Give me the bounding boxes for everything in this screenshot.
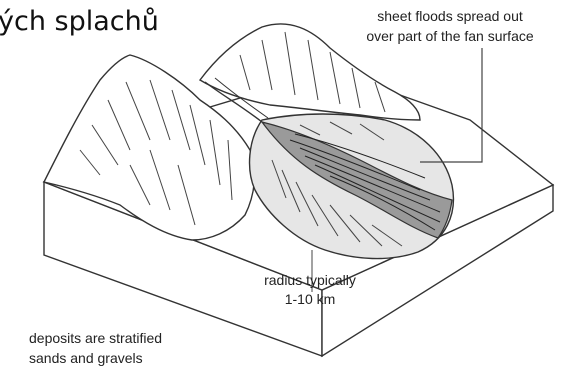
sheet-floods-line-2: over part of the fan surface bbox=[330, 26, 570, 46]
title-fragment: ých splachů bbox=[0, 6, 159, 37]
deposits-annotation: deposits are stratified sands and gravel… bbox=[29, 328, 162, 368]
deposits-line-2: sands and gravels bbox=[29, 348, 162, 368]
radius-line-1: radius typically bbox=[250, 271, 370, 290]
sheet-floods-line-1: sheet floods spread out bbox=[330, 6, 570, 26]
deposits-line-1: deposits are stratified bbox=[29, 328, 162, 348]
radius-annotation: radius typically 1-10 km bbox=[250, 271, 370, 309]
sheet-floods-annotation: sheet floods spread out over part of the… bbox=[330, 6, 570, 46]
radius-line-2: 1-10 km bbox=[250, 290, 370, 309]
